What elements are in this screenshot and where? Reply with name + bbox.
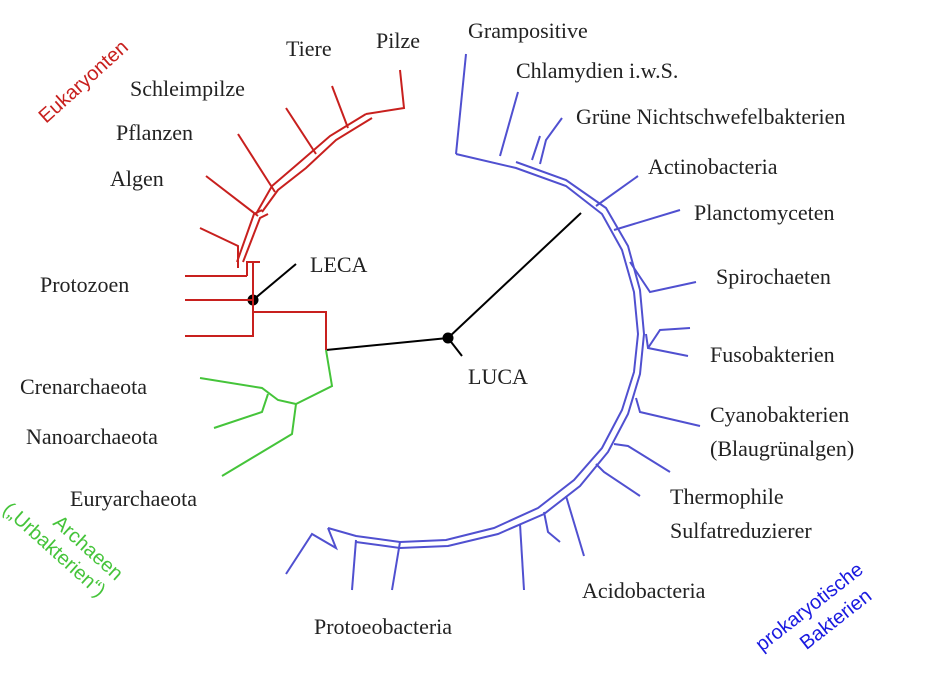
taxon-label-gruene-nichtschwefelbakterien: Grüne Nichtschwefelbakterien — [576, 104, 845, 129]
taxon-label-tiere: Tiere — [286, 36, 332, 61]
planctomyceten-leaf — [613, 209, 681, 231]
actinobacteria-leaf — [595, 175, 639, 207]
archaea-stem-branch — [295, 349, 334, 405]
thermophile-leaf-2 — [595, 463, 641, 497]
algen-leaf — [205, 175, 259, 217]
luca-label: LUCA — [468, 364, 528, 389]
pilze-leaf — [365, 69, 406, 115]
nanoarchaeota-leaf — [213, 393, 269, 429]
euryarchaeota-leaf — [221, 403, 297, 477]
taxon-label-acidobacteria: Acidobacteria — [582, 578, 706, 603]
taxon-label-nanoarchaeota: Nanoarchaeota — [26, 424, 158, 449]
taxon-label-fusobakterien: Fusobakterien — [710, 342, 835, 367]
pflanzen-leaf — [237, 133, 276, 193]
leca-label: LECA — [310, 252, 368, 277]
bacteria-arc-inner — [355, 161, 646, 550]
chlamydien-leaf — [499, 91, 519, 157]
luca-to-eukarya-archaea-branch — [325, 337, 449, 351]
acidobacteria-leaf-2 — [543, 511, 561, 543]
gruene-leaf-1 — [539, 117, 563, 165]
bacteria-arc-outer — [327, 153, 640, 544]
protoeobacteria-leaf-1 — [391, 541, 401, 591]
luca-node — [442, 332, 454, 344]
taxon-label-actinobacteria: Actinobacteria — [648, 154, 778, 179]
tiere-leaf — [331, 85, 349, 129]
group-label-bacteria: prokaryotische Bakterien — [752, 559, 877, 656]
taxon-label-chlamydien: Chlamydien i.w.S. — [516, 58, 678, 83]
euk-arc-outer — [236, 209, 263, 263]
taxon-label-crenarchaeota: Crenarchaeota — [20, 374, 147, 399]
spirochaeten-leaf — [629, 261, 697, 294]
fusobakterien-leaf-1 — [645, 333, 689, 357]
taxon-label-protozoen: Protozoen — [40, 272, 129, 297]
taxon-label-cyanobakterien: Cyanobakterien — [710, 402, 849, 427]
taxon-label-euryarchaeota: Euryarchaeota — [70, 486, 197, 511]
protoeobacteria-leaf-2 — [351, 539, 357, 591]
taxon-label-blaugruenalgen: (Blaugrünalgen) — [710, 436, 854, 461]
taxon-label-sulfatreduzierer: Sulfatreduzierer — [670, 518, 812, 543]
taxon-label-pflanzen: Pflanzen — [116, 120, 193, 145]
acidobacteria-leaf-3 — [519, 523, 525, 591]
eukaryota-stem-branch — [253, 311, 327, 350]
thermophile-leaf — [613, 443, 671, 473]
crenarchaeota-leaf — [199, 377, 297, 405]
taxon-label-protoeobacteria: Protoeobacteria — [314, 614, 452, 639]
protozoen-leaf-1 — [185, 312, 254, 337]
euk-arc-upper-inner — [261, 117, 373, 213]
bacteria-subtree — [285, 53, 701, 591]
leca-pointer-line — [252, 263, 297, 301]
eukaryota-subtree — [185, 69, 406, 350]
taxon-label-thermophile: Thermophile — [670, 484, 784, 509]
group-label-eukaryota: Eukaryonten — [35, 36, 133, 127]
taxon-label-algen: Algen — [110, 166, 164, 191]
protoeobacteria-leaf-3 — [285, 527, 339, 575]
euk-arc-upper-outer — [255, 113, 367, 215]
grampositive-leaf — [455, 53, 467, 155]
schleimpilze-leaf — [285, 107, 317, 155]
taxon-label-schleimpilze: Schleimpilze — [130, 76, 245, 101]
archaea-subtree — [199, 349, 334, 477]
root-branches — [247, 212, 582, 357]
gruene-leaf-2 — [531, 135, 541, 161]
protozoen-leaf-4 — [199, 227, 239, 268]
taxon-label-pilze: Pilze — [376, 28, 420, 53]
protozoen-connector — [246, 261, 260, 276]
luca-to-bacteria-branch — [447, 212, 582, 339]
fusobakterien-leaf-2 — [647, 327, 691, 349]
acidobacteria-leaf-1 — [565, 495, 585, 557]
cyanobakterien-leaf — [635, 397, 701, 427]
taxon-label-grampositive: Grampositive — [468, 18, 588, 43]
taxon-label-spirochaeten: Spirochaeten — [716, 264, 831, 289]
taxon-label-planctomyceten: Planctomyceten — [694, 200, 835, 225]
euk-arc-inner — [242, 213, 269, 263]
